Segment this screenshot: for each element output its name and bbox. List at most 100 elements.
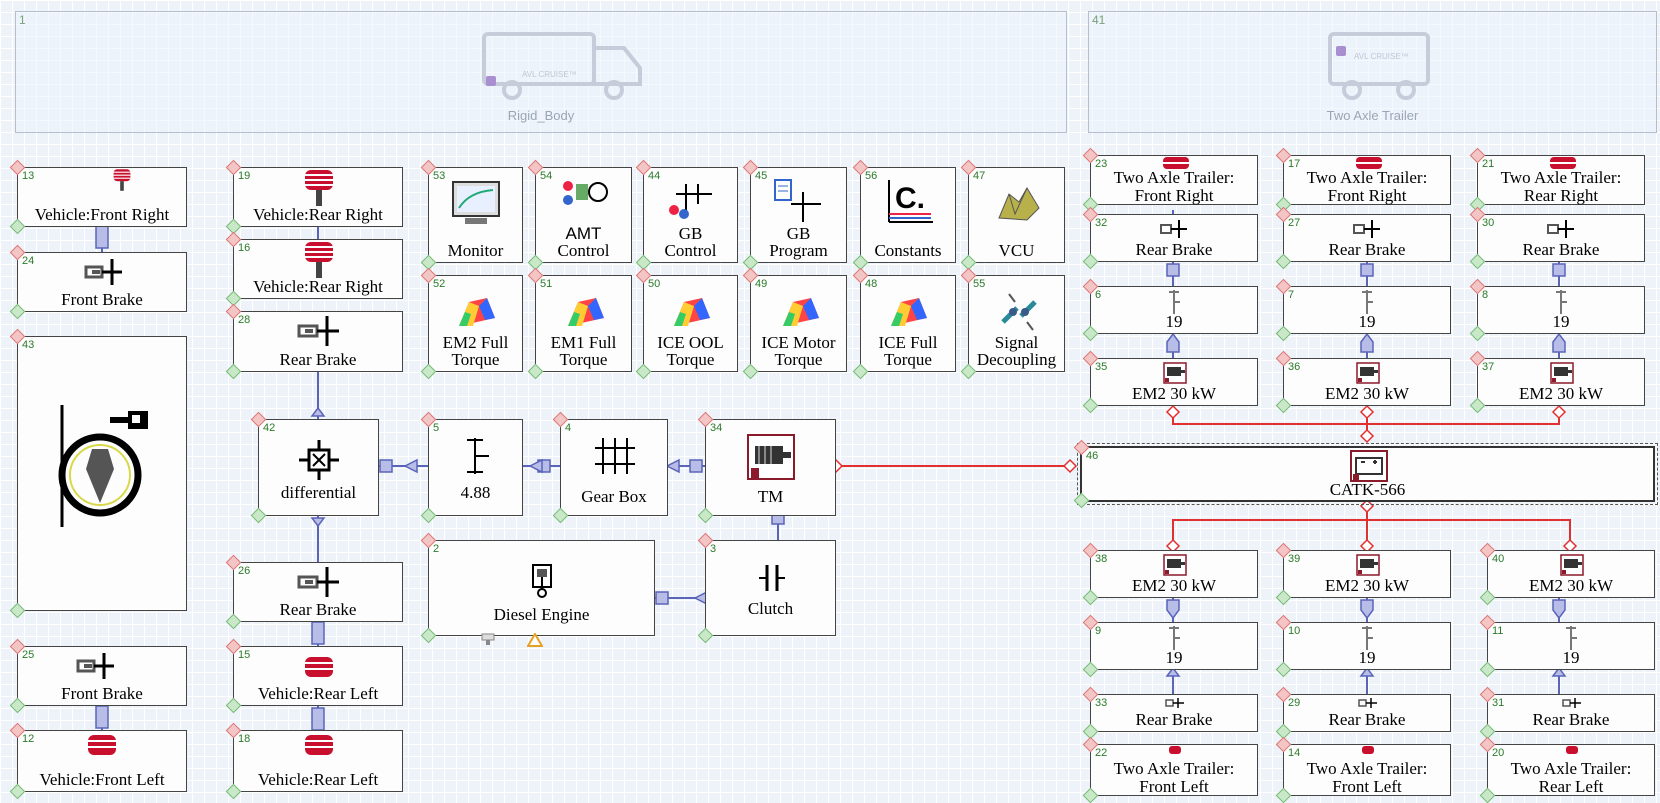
block-label: 19 xyxy=(1165,312,1183,331)
block-ratio-8[interactable]: 8 19 xyxy=(1469,278,1645,342)
block-ratio-11[interactable]: 11 19 xyxy=(1479,614,1655,678)
block-front-brake-right[interactable]: 24 Front Brake xyxy=(9,244,187,320)
block-number: 50 xyxy=(648,278,661,290)
block-trailer-front-left-2[interactable]: 14 Two Axle Trailer: Front Left xyxy=(1275,736,1451,803)
block-label: Rear Brake xyxy=(1328,240,1406,259)
block-ratio-6[interactable]: 6 19 xyxy=(1082,278,1258,342)
block-number: 18 xyxy=(238,733,251,745)
block-trailer-front-right-1[interactable]: 23 Two Axle Trailer: Front Right xyxy=(1082,147,1258,213)
block-label: EM2 30 kW xyxy=(1131,576,1217,595)
block-vehicle-rear-left-1[interactable]: 15 Vehicle:Rear Left xyxy=(225,638,403,714)
block-label-top: Signal xyxy=(994,333,1039,352)
gear-ratio-icon xyxy=(1566,626,1577,650)
electric-motor-icon xyxy=(1560,554,1584,576)
block-em2-40[interactable]: 40 EM2 30 kW xyxy=(1479,542,1655,606)
block-vcu[interactable]: 47 VCU xyxy=(960,159,1065,271)
block-em2-full-torque[interactable]: 52 EM2 Full Torque xyxy=(420,267,523,380)
block-number: 40 xyxy=(1492,553,1505,565)
block-em2-36[interactable]: 36 EM2 30 kW xyxy=(1275,350,1451,414)
block-label: Diesel Engine xyxy=(493,605,590,624)
block-label-top: EM1 Full xyxy=(550,333,617,352)
block-number: 38 xyxy=(1095,553,1108,565)
torque-map-icon xyxy=(674,298,710,326)
clutch-icon xyxy=(759,565,785,591)
block-final-drive[interactable]: 5 4.88 xyxy=(420,411,523,524)
block-trailer-rear-right[interactable]: 21 Two Axle Trailer: Rear Right xyxy=(1469,147,1645,213)
block-gb-program[interactable]: 45 GB Program xyxy=(742,159,847,271)
block-ice-ool-torque[interactable]: 50 ICE OOL Torque xyxy=(635,267,738,380)
block-rear-brake-30[interactable]: 30 Rear Brake xyxy=(1469,206,1645,270)
block-vehicle-front-right[interactable]: 13 Vehicle:Front Right xyxy=(9,159,187,235)
block-rear-brake-26[interactable]: 26 Rear Brake xyxy=(225,554,403,630)
block-rear-brake-27[interactable]: 27 Rear Brake xyxy=(1275,206,1451,270)
block-label: Rear Brake xyxy=(279,350,357,369)
block-label: Control xyxy=(557,241,610,260)
block-label: EM2 30 kW xyxy=(1131,384,1217,403)
block-vehicle-rear-right-2[interactable]: 16 Vehicle:Rear Right xyxy=(225,231,403,307)
block-ratio-9[interactable]: 9 19 xyxy=(1082,614,1258,678)
block-label-top: ICE Full xyxy=(878,333,938,352)
block-rear-brake-31[interactable]: 31 Rear Brake xyxy=(1479,686,1655,740)
block-label: Torque xyxy=(774,350,823,369)
block-number: 26 xyxy=(238,565,251,577)
block-vehicle-rear-right-1[interactable]: 19 Vehicle:Rear Right xyxy=(225,159,403,235)
block-ratio-7[interactable]: 7 19 xyxy=(1275,278,1451,342)
block-gb-control[interactable]: 44 GB Control xyxy=(635,159,738,271)
block-em1-full-torque[interactable]: 51 EM1 Full Torque xyxy=(527,267,632,380)
wheel-icon xyxy=(305,242,333,278)
block-rear-brake-32[interactable]: 32 Rear Brake xyxy=(1082,206,1258,270)
block-em2-35[interactable]: 35 EM2 30 kW xyxy=(1082,350,1258,414)
group-two-axle-trailer[interactable]: 41 AVL CRUISE™ Two Axle Trailer xyxy=(1088,11,1657,133)
block-label: Vehicle:Rear Right xyxy=(253,277,383,296)
block-number: 23 xyxy=(1095,158,1108,170)
block-number: 28 xyxy=(238,314,251,326)
block-rear-brake-29[interactable]: 29 Rear Brake xyxy=(1275,686,1451,740)
block-tm-motor[interactable]: 34 TM xyxy=(697,411,836,524)
block-em2-39[interactable]: 39 EM2 30 kW xyxy=(1275,542,1451,606)
block-label-top: ICE OOL xyxy=(657,333,724,352)
block-differential[interactable]: 42 differential xyxy=(250,411,379,524)
block-diesel-engine[interactable]: 2 Diesel Engine xyxy=(420,532,655,647)
wheel-icon xyxy=(1362,746,1374,754)
block-ratio-10[interactable]: 10 19 xyxy=(1275,614,1451,678)
block-label-top: EM2 Full xyxy=(442,333,509,352)
block-em2-37[interactable]: 37 EM2 30 kW xyxy=(1469,350,1645,414)
block-trailer-rear-left[interactable]: 20 Two Axle Trailer: Rear Left xyxy=(1479,736,1655,803)
block-label: Rear Brake xyxy=(1135,240,1213,259)
brake-icon xyxy=(1547,220,1574,238)
block-label: EM2 30 kW xyxy=(1528,576,1614,595)
group-rigid-body[interactable]: 1 AVL CRUISE™ Rigid_Body xyxy=(15,11,1067,133)
block-signal-decoupling[interactable]: 55 Signal Decoupling xyxy=(960,267,1065,380)
block-trailer-front-right-2[interactable]: 17 Two Axle Trailer: Front Right xyxy=(1275,147,1451,213)
block-vehicle-front-left[interactable]: 12 Vehicle:Front Left xyxy=(9,722,187,800)
block-vehicle-rear-left-2[interactable]: 18 Vehicle:Rear Left xyxy=(225,722,403,800)
block-amt-control[interactable]: 54 AMT Control xyxy=(527,159,632,271)
block-rear-brake-28[interactable]: 28 Rear Brake xyxy=(225,303,403,380)
block-label: Vehicle:Front Right xyxy=(34,205,170,224)
gearbox-control-icon xyxy=(669,184,712,219)
block-steering[interactable]: 43 xyxy=(9,328,187,619)
block-trailer-front-left-1[interactable]: 22 Two Axle Trailer: Front Left xyxy=(1082,736,1258,803)
block-label: differential xyxy=(280,483,357,502)
block-label: EM2 30 kW xyxy=(1518,384,1604,403)
block-number: 31 xyxy=(1492,697,1505,709)
wheel-icon xyxy=(1163,157,1189,169)
block-battery[interactable]: 46 CATK-566 xyxy=(1073,439,1658,509)
block-label-top: Two Axle Trailer: xyxy=(1306,168,1428,187)
block-clutch[interactable]: 3 Clutch xyxy=(697,532,836,644)
block-gear-box[interactable]: 4 Gear Box xyxy=(552,411,668,524)
block-number: 55 xyxy=(973,278,986,290)
block-monitor[interactable]: 53 Monitor xyxy=(420,159,523,271)
block-ice-full-torque[interactable]: 48 ICE Full Torque xyxy=(852,267,956,380)
warning-triangle-icon xyxy=(527,633,543,647)
block-constants[interactable]: 56 C. Constants xyxy=(852,159,956,271)
block-number: 34 xyxy=(710,422,723,434)
block-em2-38[interactable]: 38 EM2 30 kW xyxy=(1082,542,1258,606)
block-ice-motor-torque[interactable]: 49 ICE Motor Torque xyxy=(742,267,847,380)
block-label-top: ICE Motor xyxy=(761,333,836,352)
block-number: 35 xyxy=(1095,361,1108,373)
brake-icon xyxy=(76,653,114,679)
block-label-top: AMT xyxy=(565,224,602,243)
block-rear-brake-33[interactable]: 33 Rear Brake xyxy=(1082,686,1258,740)
block-front-brake-left[interactable]: 25 Front Brake xyxy=(9,638,187,714)
